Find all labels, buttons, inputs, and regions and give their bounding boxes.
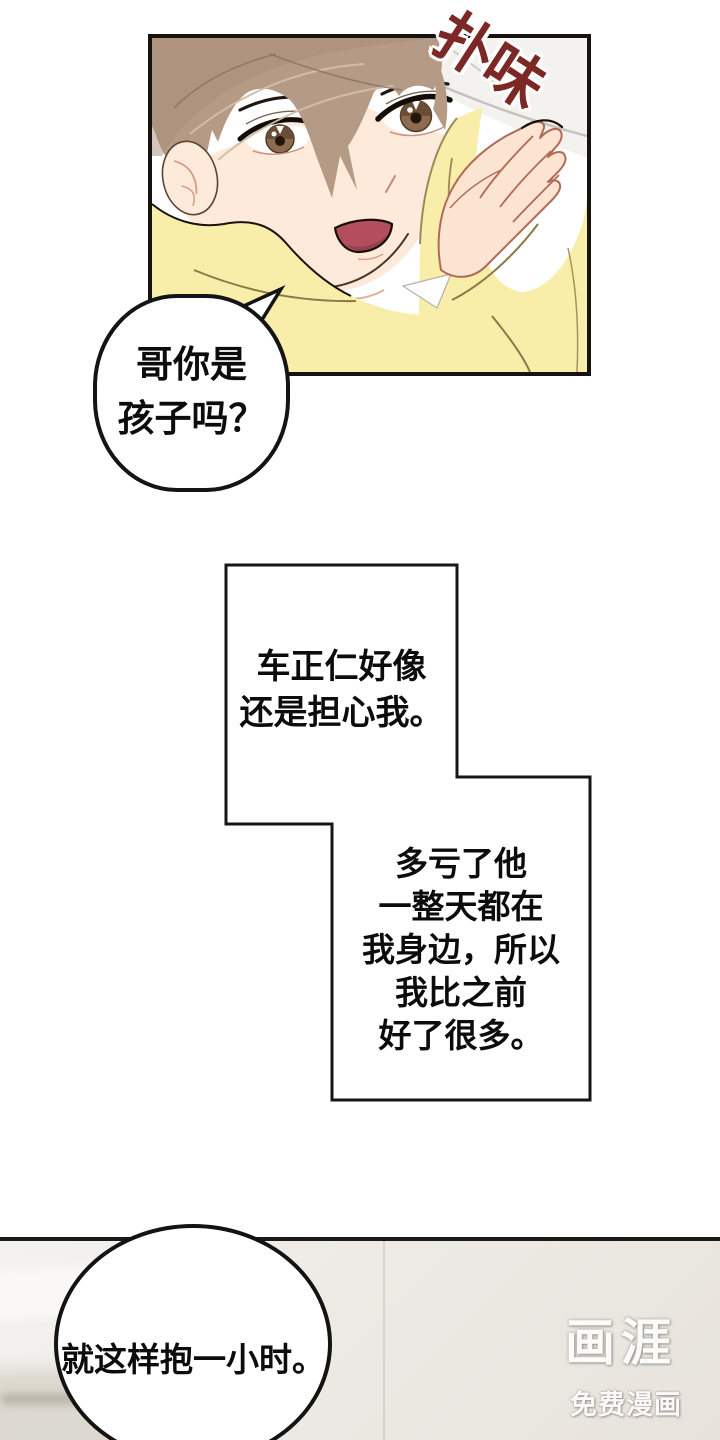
thought-box-2-text: 多亏了他 一整天都在 我身边，所以 我比之前 好了很多。 bbox=[332, 842, 590, 1057]
raised-hand bbox=[437, 119, 567, 278]
left-eye bbox=[237, 95, 318, 155]
bubble-line: 哥你是 bbox=[136, 344, 247, 385]
wall-corner-line bbox=[383, 1241, 385, 1440]
speech-bubble-bottom-text: 就这样抱一小时。 bbox=[61, 1341, 325, 1378]
thought-box-outline bbox=[224, 563, 592, 1102]
thought-line: 多亏了他 bbox=[395, 845, 527, 882]
bubble-line: 孩子吗？ bbox=[117, 398, 266, 439]
speech-bubble-top-text: 哥你是 孩子吗？ bbox=[95, 338, 288, 446]
speech-bubble-bottom bbox=[54, 1224, 332, 1440]
watermark-logo: 画涯 bbox=[565, 1315, 677, 1371]
ear bbox=[161, 140, 219, 216]
hair bbox=[152, 38, 448, 198]
speech-bubble-top bbox=[93, 285, 290, 492]
thought-line: 车正仁好像 bbox=[256, 648, 427, 686]
thought-line: 一整天都在 bbox=[378, 888, 544, 925]
shirt-collar bbox=[401, 273, 453, 309]
thought-line: 好了很多。 bbox=[378, 1017, 544, 1054]
thought-line: 我身边，所以 bbox=[362, 931, 560, 968]
thought-line: 我比之前 bbox=[395, 974, 527, 1011]
thought-box-1-text: 车正仁好像 还是担心我。 bbox=[226, 644, 457, 736]
nose-line bbox=[385, 175, 396, 193]
thought-line: 还是担心我。 bbox=[239, 694, 444, 732]
watermark-subtitle: 免费漫画 bbox=[570, 1390, 682, 1420]
